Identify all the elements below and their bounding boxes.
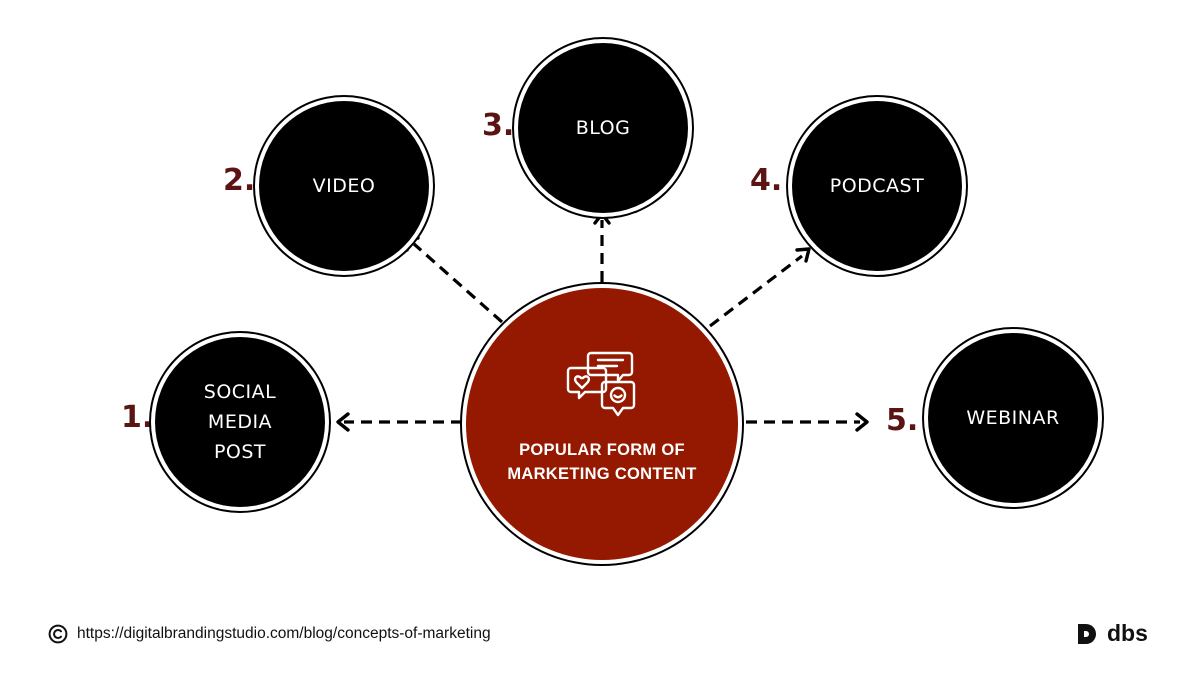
node-number-5: 5. bbox=[886, 403, 919, 438]
chat-bubbles-icon bbox=[566, 351, 636, 417]
arrow-to-video bbox=[412, 242, 504, 324]
source-url[interactable]: https://digitalbrandingstudio.com/blog/c… bbox=[77, 625, 491, 642]
node-social-media-post: SOCIAL MEDIA POST bbox=[155, 337, 325, 507]
node-blog: BLOG bbox=[518, 43, 688, 213]
arrow-to-podcast bbox=[709, 254, 803, 328]
arrowhead-webinar bbox=[855, 412, 869, 432]
node-label: BLOG bbox=[575, 117, 631, 139]
copyright-icon bbox=[48, 624, 68, 644]
node-number-2: 2. bbox=[223, 163, 256, 198]
footer-source: https://digitalbrandingstudio.com/blog/c… bbox=[48, 624, 491, 644]
node-video: VIDEO bbox=[259, 101, 429, 271]
node-number-4: 4. bbox=[750, 163, 783, 198]
brand-logo: dbs bbox=[1076, 620, 1148, 647]
node-label: SOCIAL MEDIA POST bbox=[203, 381, 277, 463]
hub-label: POPULAR FORM OF MARKETING CONTENT bbox=[507, 441, 697, 483]
node-number-3: 3. bbox=[482, 108, 515, 143]
brand-name: dbs bbox=[1107, 620, 1148, 646]
node-webinar: WEBINAR bbox=[928, 333, 1098, 503]
node-number-1: 1. bbox=[121, 400, 154, 435]
node-label: VIDEO bbox=[312, 175, 376, 197]
node-label: WEBINAR bbox=[966, 407, 1060, 429]
hub-circle: POPULAR FORM OF MARKETING CONTENT bbox=[466, 288, 738, 560]
dbs-logo-icon bbox=[1078, 623, 1096, 644]
arrowhead-blog bbox=[593, 212, 611, 225]
arrowhead-social bbox=[336, 412, 350, 432]
node-podcast: PODCAST bbox=[792, 101, 962, 271]
arrowhead-podcast bbox=[795, 247, 811, 263]
node-label: PODCAST bbox=[829, 175, 925, 197]
